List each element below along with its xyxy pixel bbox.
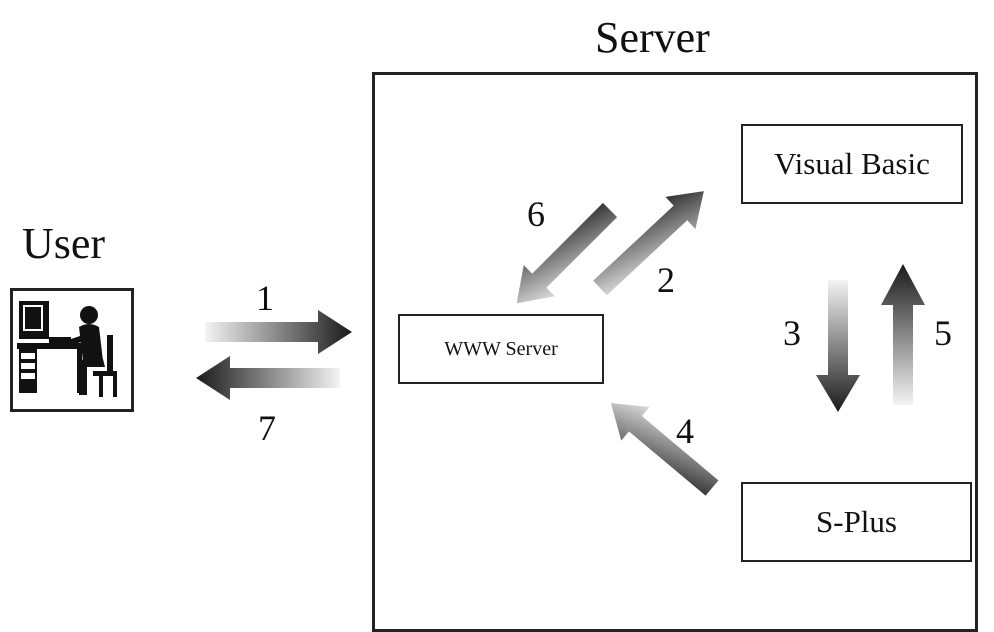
- user-icon-frame: [10, 288, 134, 412]
- arrow-1: [205, 310, 352, 354]
- visual-basic-label: Visual Basic: [774, 146, 930, 181]
- step-4-label: 4: [676, 411, 694, 451]
- step-5-label: 5: [934, 313, 952, 353]
- s-plus-box: S-Plus: [741, 482, 972, 562]
- step-1-label: 1: [256, 278, 274, 318]
- server-title: Server: [595, 13, 710, 62]
- arrow-2: [593, 191, 704, 296]
- arrow-7: [196, 356, 340, 400]
- arrow-5: [881, 264, 925, 405]
- www-server-box: WWW Server: [398, 314, 604, 384]
- arrow-4: [610, 403, 719, 496]
- user-title: User: [22, 219, 106, 268]
- www-server-label: WWW Server: [444, 337, 558, 360]
- flow-arrows: [196, 191, 925, 496]
- step-3-label: 3: [783, 313, 801, 353]
- step-2-label: 2: [657, 260, 675, 300]
- visual-basic-box: Visual Basic: [741, 124, 963, 204]
- s-plus-label: S-Plus: [816, 504, 897, 539]
- user-at-computer-icon: [17, 301, 117, 397]
- step-6-label: 6: [527, 194, 545, 234]
- arrow-3: [816, 280, 860, 412]
- step-7-label: 7: [258, 408, 276, 448]
- arrow-6: [516, 202, 618, 304]
